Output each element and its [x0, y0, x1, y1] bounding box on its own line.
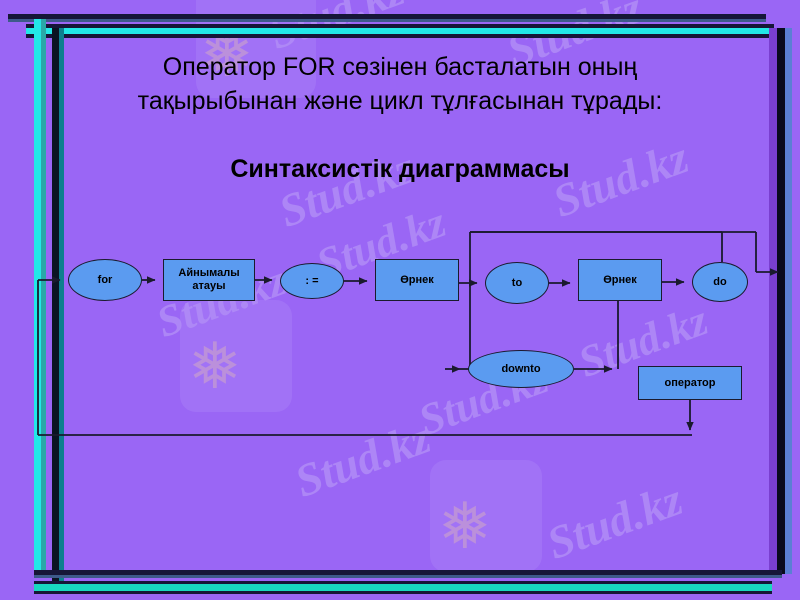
slide-title: Оператор FOR сөзінен басталатын оның тақ…	[0, 50, 800, 118]
frame-top-cyan-bar	[26, 28, 774, 34]
diagram-node-assign[interactable]: : =	[280, 263, 344, 299]
diagram-node-operator[interactable]: оператор	[638, 366, 742, 400]
frame-left-teal-bar	[41, 19, 46, 571]
diagram-node-expr1[interactable]: Өрнек	[375, 259, 459, 301]
frame-right-dark-bar	[777, 28, 785, 574]
diagram-node-label: Айнымалы	[178, 267, 240, 279]
frame-right-violet-bar	[769, 28, 777, 574]
diagram-node-do[interactable]: do	[692, 262, 748, 302]
frame-bottom-navy-bar	[34, 570, 782, 575]
diagram-node-label: : =	[305, 274, 319, 287]
diagram-node-label: Өрнек	[400, 273, 434, 286]
diagram-node-expr2[interactable]: Өрнек	[578, 259, 662, 301]
frame-top-navy-underline-bar	[26, 34, 774, 38]
frame-bottom-steel-bar	[34, 575, 782, 578]
slide-title-line: Оператор FOR сөзінен басталатын оның	[162, 53, 638, 81]
diagram-node-for[interactable]: for	[68, 259, 142, 301]
diagram-node-to[interactable]: to	[485, 262, 549, 304]
slide-subtitle: Синтаксистік диаграммасы	[230, 155, 570, 183]
diagram-node-label: оператор	[664, 376, 716, 389]
frame-top-steel-bar	[8, 19, 766, 22]
diagram-node-label: for	[97, 273, 113, 286]
frame-top-inner-navy-bar	[26, 24, 774, 28]
frame-bottom-cyan-bar	[34, 584, 772, 591]
frame-right-steel-bar	[785, 28, 792, 574]
diagram-node-downto[interactable]: downto	[468, 350, 574, 388]
diagram-node-label: to	[511, 276, 523, 289]
frame-left-dark-bar	[52, 28, 59, 584]
frame-top-navy-bar	[8, 14, 766, 19]
diagram-node-label: атауы	[192, 280, 226, 292]
frame-left-teal2-bar	[59, 28, 64, 584]
diagram-node-label: do	[713, 275, 727, 288]
slide-title-line: тақырыбынан және цикл тұлғасынан тұрады:	[137, 87, 663, 115]
frame-bottom-navy2-bar	[34, 581, 772, 584]
diagram-node-label: Өрнек	[603, 273, 637, 286]
frame-bottom-navy3-bar	[34, 591, 772, 594]
diagram-node-label: downto	[501, 362, 541, 375]
